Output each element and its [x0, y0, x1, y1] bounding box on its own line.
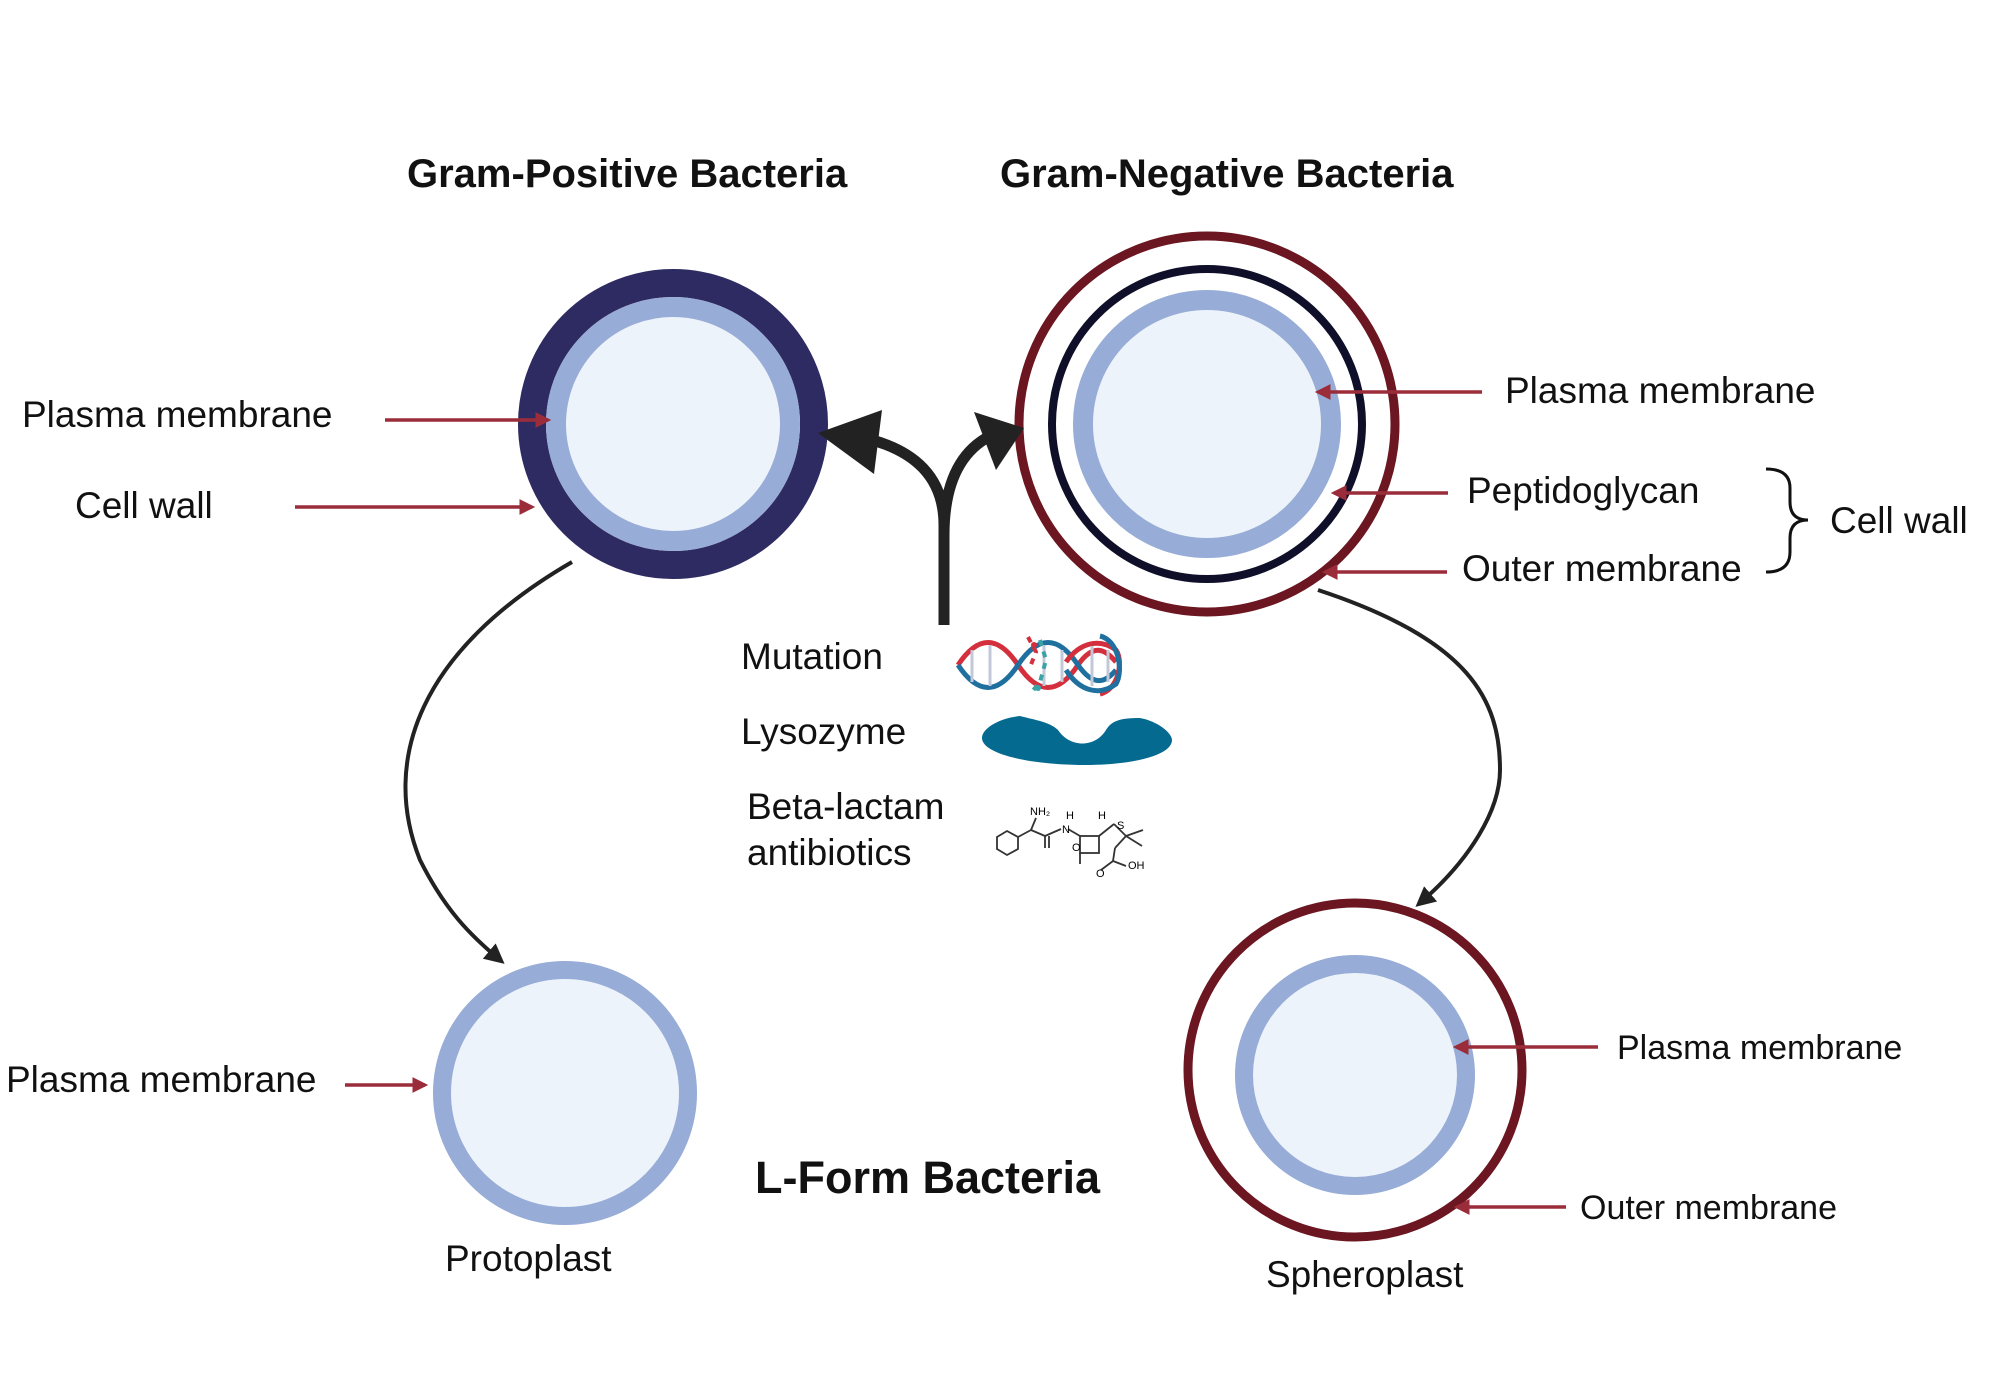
- gn-to-spheroplast-arrow: [1317, 588, 1503, 907]
- beta-lactam-label-line2: antibiotics: [747, 832, 912, 873]
- mutation-label: Mutation: [741, 636, 883, 677]
- gp-cell-wall-label: Cell wall: [75, 485, 213, 526]
- gram-positive-cell-wall: [518, 269, 828, 579]
- gram-negative-title: Gram-Negative Bacteria: [1000, 152, 1454, 196]
- molecule-oh-tag: OH: [1128, 860, 1145, 872]
- protoplast-plasma-membrane: [433, 961, 697, 1225]
- gn-outer-membrane-label: Outer membrane: [1462, 548, 1742, 589]
- mutation-fork-arrow: [818, 410, 1024, 625]
- molecule-nh2-tag: NH₂: [1030, 806, 1051, 818]
- molecule-h-tag: H: [1098, 810, 1106, 822]
- gram-positive-plasma-membrane: [546, 297, 800, 551]
- spheroplast-outer-membrane-label: Outer membrane: [1580, 1189, 1837, 1227]
- gram-positive-title: Gram-Positive Bacteria: [407, 152, 848, 196]
- protoplast-plasma-membrane-label: Plasma membrane: [6, 1059, 317, 1100]
- molecule-o2-tag: O: [1096, 868, 1105, 880]
- gp-to-protoplast-arrow: [403, 560, 574, 964]
- l-form-title: L-Form Bacteria: [755, 1152, 1101, 1203]
- molecule-n-amide-tag: N: [1062, 824, 1070, 836]
- protoplast-name-label: Protoplast: [445, 1238, 612, 1279]
- gp-plasma-membrane-label: Plasma membrane: [22, 394, 333, 435]
- gn-cell-wall-label: Cell wall: [1830, 500, 1968, 541]
- molecule-s-tag: S: [1117, 820, 1125, 832]
- dna-icon: [955, 633, 1122, 697]
- spheroplast-name-label: Spheroplast: [1266, 1254, 1464, 1295]
- gn-plasma-membrane-label: Plasma membrane: [1505, 370, 1816, 411]
- beta-lactam-label-line1: Beta-lactam: [747, 786, 945, 827]
- protoplast-cell: [433, 961, 697, 1225]
- spheroplast-plasma-membrane-label: Plasma membrane: [1617, 1029, 1903, 1067]
- spheroplast-cell: [1183, 898, 1527, 1242]
- lysozyme-label: Lysozyme: [741, 711, 907, 752]
- beta-lactam-molecule-icon: [996, 817, 1144, 871]
- gram-negative-cell: [1014, 231, 1400, 617]
- spheroplast-plasma-membrane: [1235, 955, 1475, 1195]
- cell-wall-brace: [1765, 467, 1809, 574]
- molecule-o1-tag: O: [1072, 842, 1081, 854]
- gn-peptidoglycan-label: Peptidoglycan: [1467, 470, 1700, 511]
- gram-negative-plasma-membrane: [1073, 290, 1341, 558]
- lysozyme-icon: [982, 716, 1172, 765]
- molecule-nh-tag: H: [1066, 810, 1074, 822]
- gram-positive-cell: [518, 269, 828, 579]
